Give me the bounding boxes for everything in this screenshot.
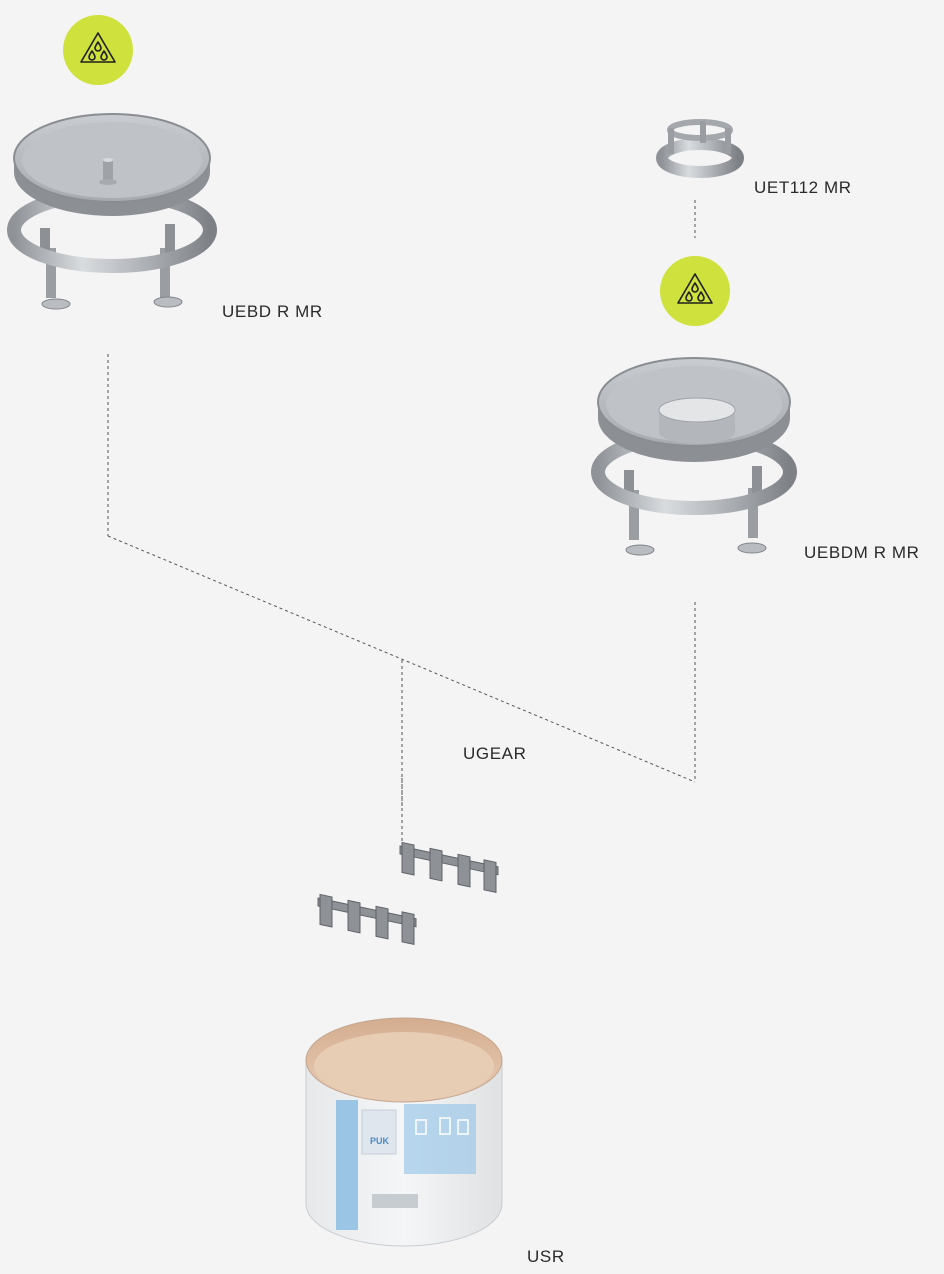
connector-lines [108,200,695,860]
product-ugear [318,842,498,945]
product-uebd-r-mr [14,114,210,309]
label-uebd-r-mr: UEBD R MR [222,302,323,322]
label-uebdm-r-mr: UEBDM R MR [804,543,920,563]
product-usr: PUK [306,1018,502,1246]
product-uet112-mr [662,121,738,172]
product-uebdm-r-mr [598,358,790,555]
badge-uebdm [660,256,730,326]
usr-brand-text: PUK [370,1136,390,1146]
label-ugear: UGEAR [463,744,526,764]
label-usr: USR [527,1247,565,1267]
label-uet112-mr: UET112 MR [754,178,852,198]
badge-uebd [63,15,133,85]
